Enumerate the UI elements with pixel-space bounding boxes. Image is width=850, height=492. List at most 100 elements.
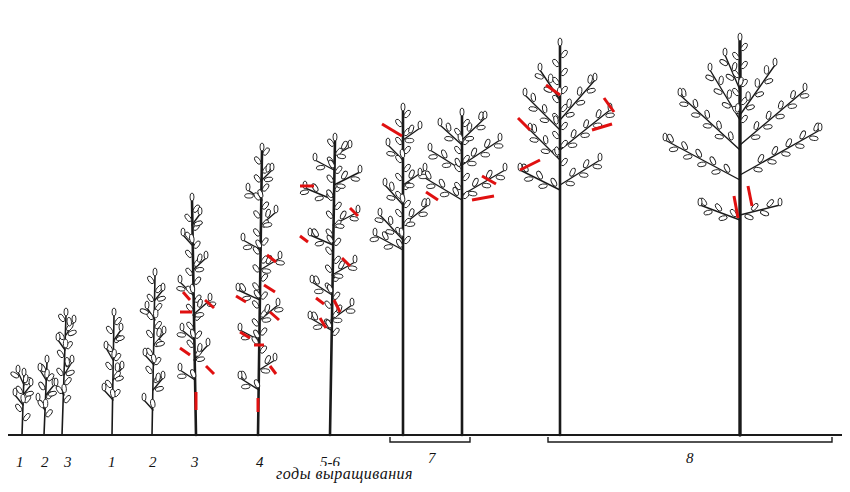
tree-part	[776, 114, 785, 119]
tree-part	[732, 51, 741, 61]
tree-part	[153, 268, 157, 276]
tree-part	[763, 124, 772, 129]
tree-part	[262, 269, 271, 274]
tree-part	[257, 189, 264, 199]
tree-part	[744, 213, 754, 220]
tree-part	[56, 349, 64, 359]
tree-part	[240, 332, 250, 338]
tree-part	[426, 184, 435, 189]
tree-part	[358, 165, 362, 173]
tree-part	[683, 154, 692, 159]
tree-part	[405, 183, 414, 188]
tree-part	[388, 216, 394, 225]
tree-part	[208, 293, 212, 301]
tree-part	[190, 284, 196, 293]
label-slot: 4	[255, 455, 265, 470]
tree-part	[746, 92, 750, 101]
tree-part	[778, 198, 782, 206]
tree-part	[197, 343, 203, 352]
tree-part	[326, 174, 334, 184]
tree-part	[162, 326, 166, 334]
tree-part	[190, 329, 197, 338]
tree-part	[64, 308, 68, 316]
tree-part	[579, 173, 588, 178]
tree-part	[740, 205, 780, 215]
tree-part	[395, 238, 403, 248]
tree-part	[257, 398, 260, 412]
tree-part	[538, 63, 542, 71]
tree-part	[326, 234, 334, 244]
tree-part	[703, 209, 712, 215]
tree-part	[740, 114, 749, 124]
tree-part	[708, 63, 712, 71]
tree-part	[466, 122, 472, 131]
tree-part	[300, 185, 314, 188]
tree-part	[180, 311, 192, 314]
tree-part	[260, 273, 269, 283]
tree-part	[482, 176, 496, 184]
tree-part	[444, 136, 453, 141]
tree-part	[395, 118, 404, 128]
tree-part	[310, 275, 314, 283]
tree-part	[334, 273, 343, 278]
tree-part	[476, 125, 485, 131]
tree-part	[462, 140, 500, 165]
tree-part	[781, 151, 790, 156]
tree-part	[740, 60, 749, 70]
tree-part	[529, 137, 538, 143]
tree-part	[194, 220, 204, 227]
tree-part	[300, 236, 308, 242]
tree-part	[468, 191, 477, 196]
tree-part	[198, 207, 202, 215]
tree-part	[13, 388, 17, 396]
tree-part	[253, 156, 261, 166]
tree-part	[261, 183, 270, 193]
ground-line	[8, 435, 842, 442]
tree-part	[406, 222, 415, 227]
tree-part	[102, 383, 106, 391]
tree-part	[311, 183, 319, 193]
tree-part	[582, 159, 589, 169]
tree-part	[264, 355, 271, 365]
tree-part	[190, 193, 194, 201]
tree-part	[663, 133, 667, 141]
tree-part	[757, 154, 765, 164]
tree-part	[472, 196, 494, 200]
tree-part	[67, 317, 72, 326]
tree-part	[178, 374, 187, 379]
tree-part	[324, 264, 332, 274]
tree-part	[378, 208, 382, 216]
tree-part	[438, 178, 446, 188]
tree-part	[62, 384, 67, 393]
tree-part	[395, 208, 404, 218]
tree-part	[38, 363, 42, 371]
tree-part	[548, 74, 553, 83]
tree-part	[342, 258, 350, 266]
tree-part	[755, 91, 765, 98]
tree-part	[264, 177, 273, 183]
tree-part	[241, 233, 245, 241]
tree-part	[560, 157, 569, 167]
tree-part	[773, 58, 777, 66]
tree-part	[496, 175, 505, 180]
tree-part	[334, 300, 340, 312]
tree-part	[565, 112, 574, 118]
tree-part	[524, 176, 533, 182]
tree-part	[382, 124, 402, 136]
tree-part	[438, 118, 442, 126]
tree-part	[383, 178, 387, 186]
tree-part	[241, 384, 250, 389]
tree-part	[800, 93, 809, 98]
tree-part	[552, 130, 561, 140]
tree-part	[558, 38, 562, 46]
tree-part	[818, 123, 822, 131]
year-number: 2	[40, 455, 50, 470]
tree-part	[112, 349, 117, 358]
tree-part	[740, 42, 749, 52]
tree-part	[778, 100, 784, 109]
tree-part	[725, 73, 735, 81]
tree-part	[384, 244, 393, 249]
tree-part	[593, 73, 597, 81]
